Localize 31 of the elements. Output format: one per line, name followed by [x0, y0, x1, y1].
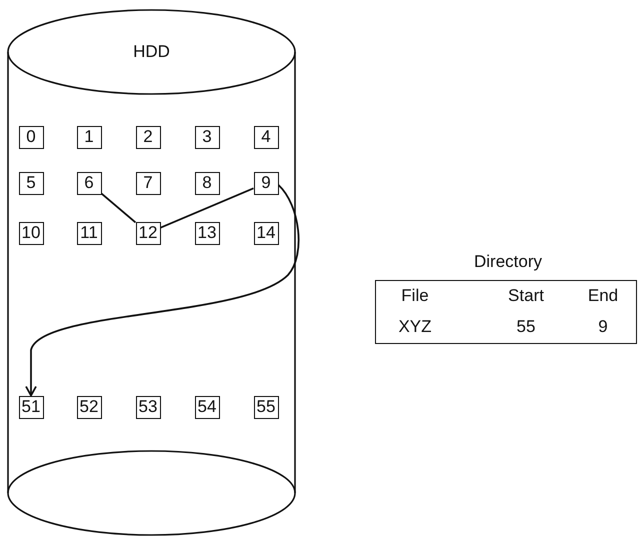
disk-label: HDD [133, 42, 170, 62]
block-box: 53 [136, 396, 160, 418]
block-box: 5 [18, 172, 44, 194]
block-box: 7 [136, 172, 160, 194]
block-box: 1 [76, 126, 102, 148]
column-header: End [588, 286, 618, 306]
block-box: 10 [18, 222, 44, 244]
block-box: 6 [76, 172, 102, 194]
block-box: 54 [194, 396, 220, 418]
block-box: 9 [254, 172, 278, 194]
block-box: 13 [194, 222, 220, 244]
block-box: 14 [254, 222, 278, 244]
column-header: Start [508, 286, 544, 306]
table-cell: 55 [516, 317, 536, 337]
block-box: 11 [76, 222, 102, 244]
block-box: 0 [18, 126, 44, 148]
connector-line [100, 192, 136, 224]
block-box: 3 [194, 126, 220, 148]
block-box: 2 [136, 126, 160, 148]
block-box: 52 [76, 396, 102, 418]
block-box: 8 [194, 172, 220, 194]
table-title: Directory [474, 252, 542, 272]
column-header: File [401, 286, 429, 306]
table-cell: XYZ [398, 317, 432, 337]
block-box: 51 [18, 396, 44, 418]
block-box: 55 [254, 396, 278, 418]
arrow [25, 184, 300, 396]
block-box: 12 [136, 222, 160, 244]
connector-line [160, 187, 254, 229]
block-box: 4 [254, 126, 278, 148]
table-cell: 9 [598, 317, 608, 337]
